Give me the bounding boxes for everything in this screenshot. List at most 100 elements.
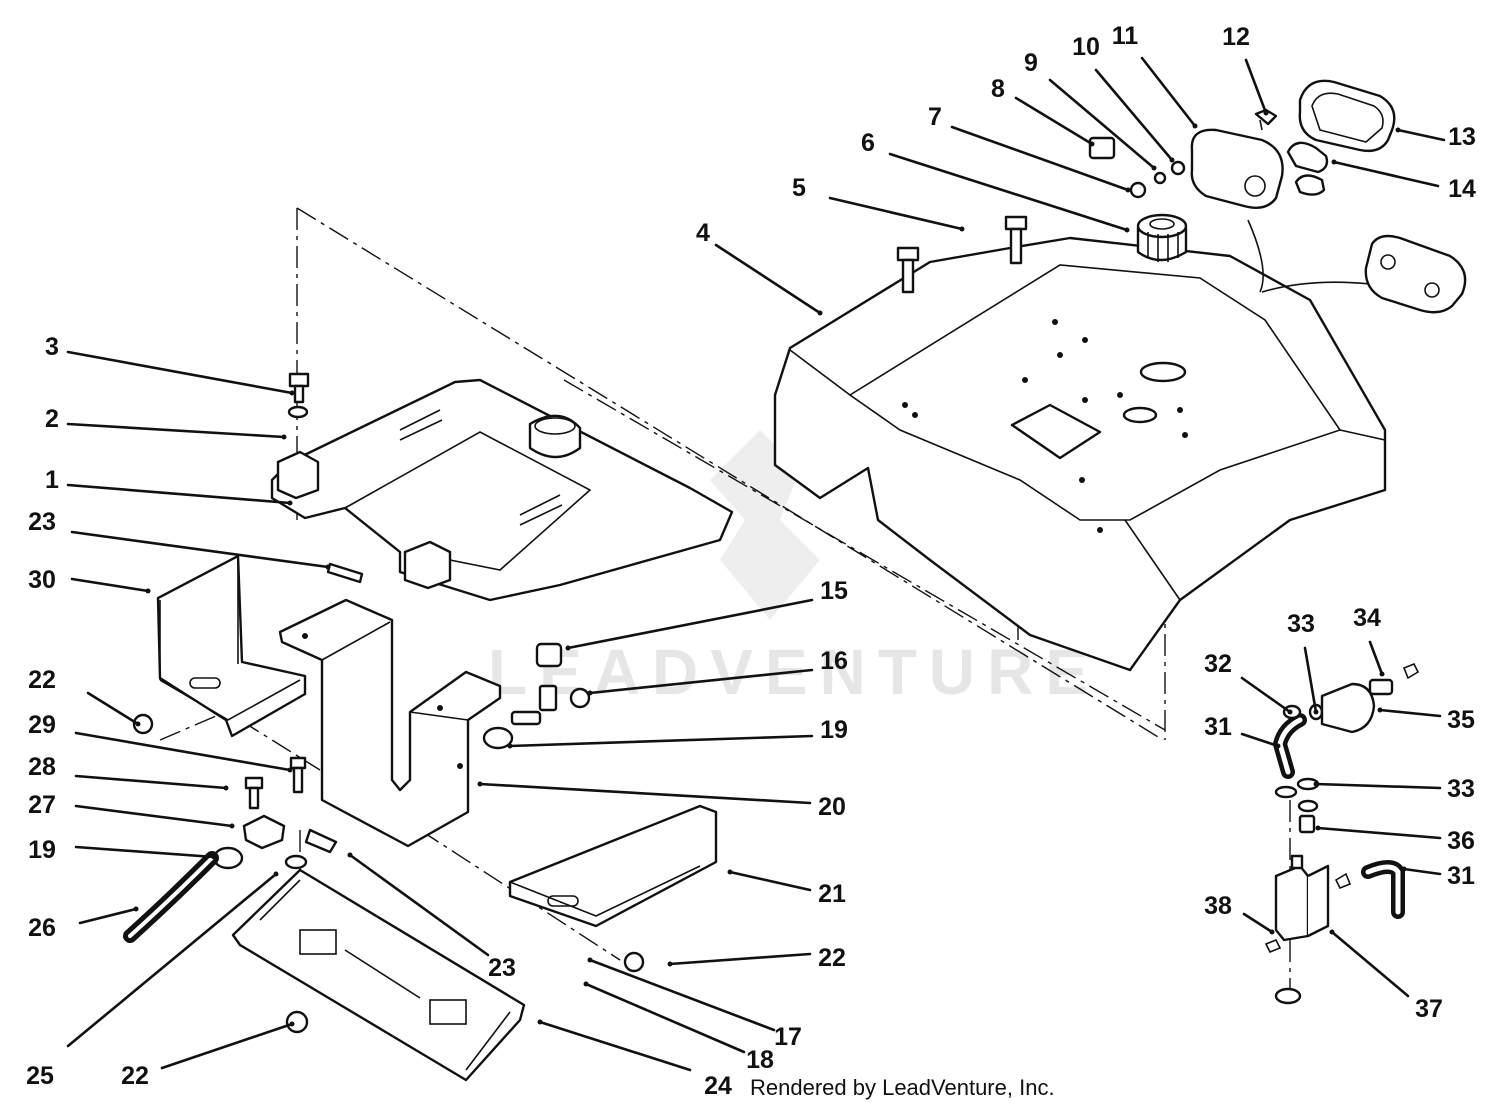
callout-c22a: 22 bbox=[28, 666, 141, 727]
leader-tip bbox=[1331, 159, 1337, 165]
leader-line bbox=[1396, 128, 1446, 142]
leader-line bbox=[588, 668, 814, 695]
nuts bbox=[132, 713, 645, 1034]
callout-c32: 32 bbox=[1204, 650, 1293, 715]
callout-number: 18 bbox=[746, 1046, 774, 1074]
leader-line bbox=[828, 196, 964, 231]
callout-number: 6 bbox=[861, 129, 875, 157]
callout-c23a: 23 bbox=[28, 508, 331, 570]
callout-c22c: 22 bbox=[121, 1021, 295, 1090]
leader-tip bbox=[1089, 141, 1095, 147]
leader-line bbox=[588, 958, 776, 1032]
callout-c11: 11 bbox=[1112, 22, 1198, 129]
callout-number: 15 bbox=[820, 577, 848, 605]
callout-c16: 16 bbox=[587, 647, 848, 696]
callout-number: 26 bbox=[28, 914, 56, 942]
callout-number: 5 bbox=[792, 174, 806, 202]
callout-c9: 9 bbox=[1024, 49, 1157, 171]
leader-tip bbox=[1379, 671, 1385, 677]
leader-tip bbox=[1169, 157, 1175, 163]
leader-line bbox=[1332, 160, 1440, 188]
leader-line bbox=[1330, 930, 1410, 998]
callout-c19a: 19 bbox=[507, 716, 848, 749]
leader-tip bbox=[1313, 781, 1319, 787]
leader-line bbox=[566, 598, 814, 650]
taillight-lens bbox=[1298, 79, 1396, 153]
alignment-line bbox=[159, 709, 231, 741]
callout-c7: 7 bbox=[928, 103, 1131, 193]
callout-number: 22 bbox=[121, 1062, 149, 1090]
leader-tip bbox=[229, 823, 235, 829]
taillight-assembly bbox=[1247, 219, 1467, 314]
callout-c8: 8 bbox=[991, 75, 1095, 147]
leader-tip bbox=[1377, 707, 1383, 713]
bracket-30 bbox=[156, 554, 307, 738]
leader-line bbox=[1402, 867, 1442, 876]
leader-line bbox=[714, 243, 822, 315]
callout-number: 23 bbox=[488, 954, 516, 982]
callout-number: 8 bbox=[991, 75, 1005, 103]
callout-number: 1 bbox=[45, 466, 59, 494]
callout-number: 22 bbox=[818, 944, 846, 972]
leader-tip bbox=[1151, 165, 1157, 171]
leader-tip bbox=[289, 1021, 295, 1027]
leader-tip bbox=[273, 871, 279, 877]
leader-line bbox=[538, 1020, 692, 1072]
leader-line bbox=[74, 845, 216, 859]
leader-tip bbox=[1263, 110, 1269, 116]
leader-tip bbox=[135, 721, 141, 727]
alignment-line bbox=[296, 207, 1164, 741]
alignment-line bbox=[239, 719, 321, 771]
leader-tip bbox=[1125, 187, 1131, 193]
callout-number: 17 bbox=[774, 1023, 802, 1051]
leader-tip bbox=[537, 1019, 543, 1025]
leader-tip bbox=[817, 310, 823, 316]
callout-number: 21 bbox=[818, 880, 846, 908]
leader-tip bbox=[1124, 227, 1130, 233]
callout-number: 4 bbox=[696, 219, 710, 247]
leader-tip bbox=[1401, 866, 1407, 872]
callout-number: 38 bbox=[1204, 892, 1232, 920]
bulbs bbox=[1286, 141, 1329, 196]
callout-number: 33 bbox=[1447, 775, 1475, 803]
leader-tip bbox=[287, 500, 293, 506]
callout-c31a: 31 bbox=[1204, 713, 1281, 749]
leader-line bbox=[66, 483, 292, 505]
fuel-tank bbox=[270, 378, 734, 602]
callout-number: 35 bbox=[1447, 706, 1475, 734]
leader-line bbox=[348, 853, 490, 957]
callout-number: 25 bbox=[26, 1062, 54, 1090]
leader-tip bbox=[325, 564, 331, 570]
leader-tip bbox=[587, 690, 593, 696]
leader-line bbox=[66, 422, 286, 439]
callout-number: 32 bbox=[1204, 650, 1232, 678]
credit-text: Rendered by LeadVenture, Inc. bbox=[750, 1075, 1055, 1100]
leader-line bbox=[70, 577, 150, 593]
callout-c10: 10 bbox=[1072, 33, 1175, 163]
leader-line bbox=[508, 734, 814, 748]
callout-number: 7 bbox=[928, 103, 942, 131]
leader-tip bbox=[289, 390, 295, 396]
callout-c12: 12 bbox=[1222, 23, 1269, 116]
callout-c3: 3 bbox=[45, 333, 295, 396]
leader-line bbox=[74, 774, 228, 790]
callout-c38: 38 bbox=[1204, 892, 1275, 935]
callout-number: 31 bbox=[1447, 862, 1475, 890]
callout-number: 3 bbox=[45, 333, 59, 361]
leader-line bbox=[1314, 782, 1442, 790]
fender-pan bbox=[773, 236, 1387, 672]
leader-line bbox=[1244, 58, 1268, 115]
bracket-20 bbox=[278, 598, 502, 848]
callout-c28: 28 bbox=[28, 753, 229, 791]
callout-c19b: 19 bbox=[28, 836, 217, 864]
callout-c13: 13 bbox=[1395, 123, 1476, 151]
callout-number: 2 bbox=[45, 405, 59, 433]
leader-tip bbox=[507, 743, 513, 749]
callout-c34: 34 bbox=[1353, 604, 1385, 677]
callout-c29: 29 bbox=[28, 711, 293, 773]
callout-number: 34 bbox=[1353, 604, 1381, 632]
fuel-fitting bbox=[510, 642, 591, 726]
leader-line bbox=[1378, 708, 1442, 718]
leader-tip bbox=[1395, 127, 1401, 133]
